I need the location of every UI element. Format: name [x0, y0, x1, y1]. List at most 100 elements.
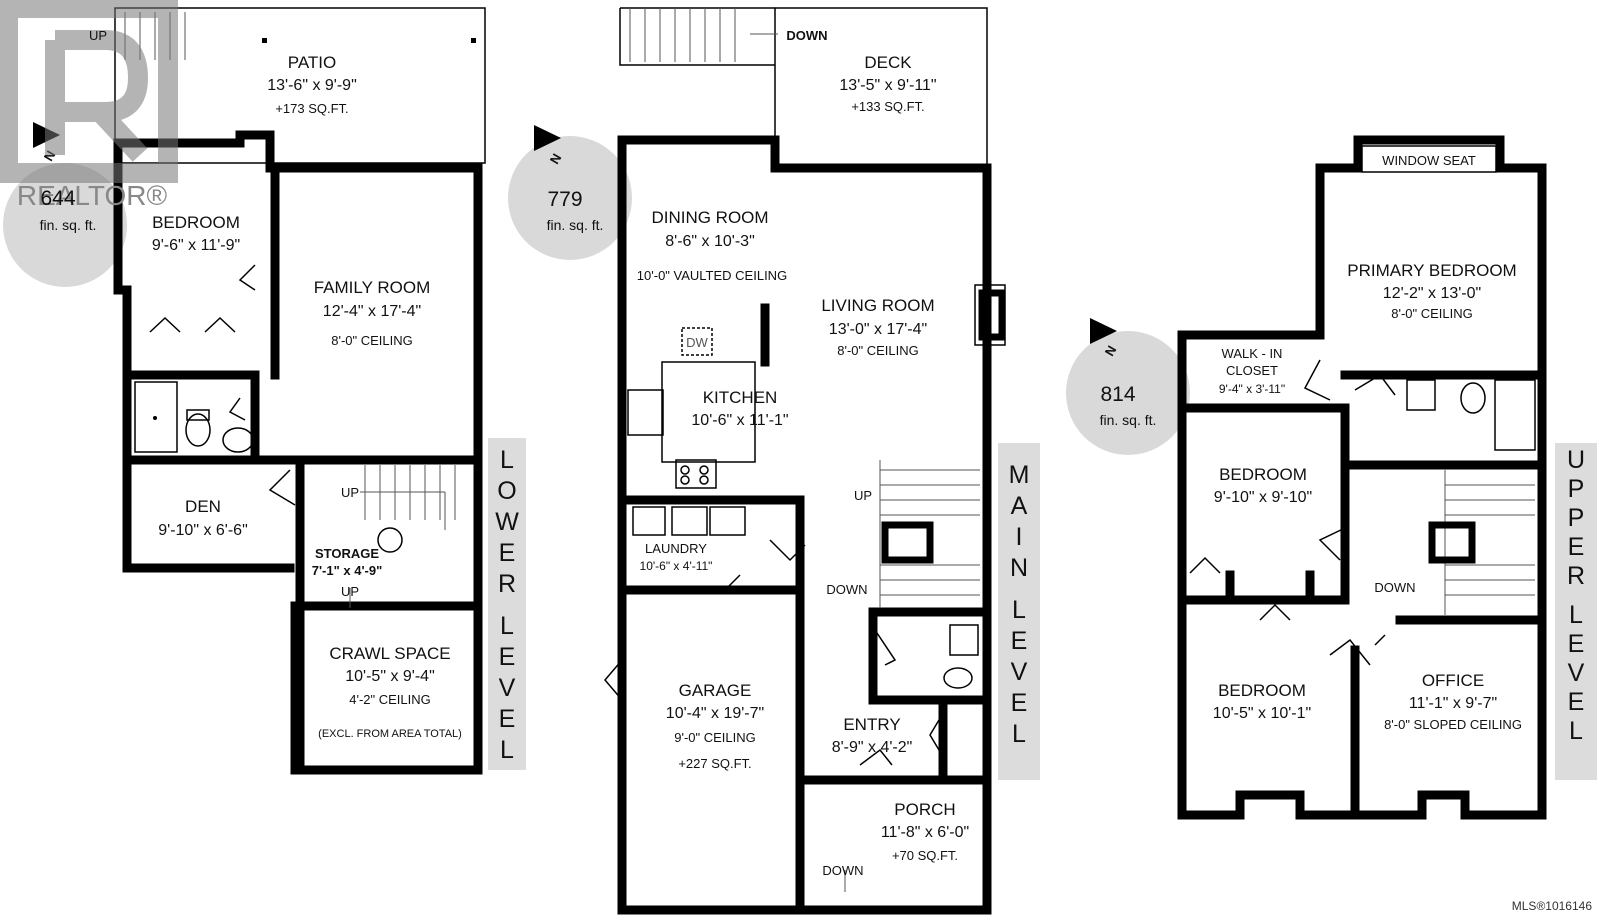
main-level-plan: N	[508, 7, 1040, 915]
level-label-letter: L	[1012, 596, 1026, 624]
upper-bedroom-2-name: BEDROOM	[1218, 681, 1306, 700]
patio-name: PATIO	[288, 53, 337, 72]
upper-bedroom-1-name: BEDROOM	[1219, 465, 1307, 484]
mls-number: MLS®1016146	[1511, 899, 1592, 913]
garage-dims: 10'-4" x 19'-7"	[666, 705, 764, 722]
garage-note2: +227 SQ.FT.	[678, 756, 751, 771]
lower-stairs	[360, 465, 456, 530]
upper-stairs	[1428, 470, 1535, 615]
upper-level-plan: N	[1066, 135, 1597, 820]
main-stair-down-mid: DOWN	[826, 582, 867, 597]
level-label-letter: E	[1011, 627, 1028, 655]
main-area-badge	[508, 136, 632, 260]
crawl-space-dims: 10'-5" x 9'-4"	[345, 668, 435, 685]
lower-stair-up-2: UP	[341, 485, 359, 500]
lower-stair-up-3: UP	[341, 584, 359, 599]
crawl-space-name: CRAWL SPACE	[329, 644, 450, 663]
primary-bedroom-dims: 12'-2" x 13'-0"	[1383, 285, 1481, 302]
dishwasher-label: DW	[686, 335, 708, 350]
main-compass-icon	[534, 125, 561, 151]
lower-area-unit: fin. sq. ft.	[40, 217, 97, 233]
level-label-letter: L	[1569, 601, 1583, 629]
main-stair-up: UP	[854, 488, 872, 503]
level-label-letter: V	[1011, 658, 1028, 686]
main-stair-down-top: DOWN	[786, 28, 827, 43]
primary-bedroom-name: PRIMARY BEDROOM	[1347, 261, 1516, 280]
level-label-letter: V	[1568, 659, 1585, 687]
main-level-band	[998, 443, 1040, 780]
garage-note: 9'-0" CEILING	[674, 730, 756, 745]
storage-dims: 7'-1" x 4'-9"	[312, 563, 383, 578]
porch-note: +70 SQ.FT.	[892, 848, 958, 863]
living-room-dims: 13'-0" x 17'-4"	[829, 321, 927, 338]
level-label-letter: P	[1568, 504, 1585, 532]
level-label-letter: E	[499, 705, 516, 733]
main-stair-down-porch: DOWN	[822, 863, 863, 878]
level-label-letter: N	[1010, 554, 1028, 582]
kitchen-dims: 10'-6" x 11'-1"	[691, 412, 788, 429]
level-label-letter: E	[1011, 689, 1028, 717]
patio-dims: 13'-6" x 9'-9"	[267, 77, 357, 94]
level-label-letter: M	[1009, 461, 1030, 489]
walkin-closet-name2: CLOSET	[1226, 363, 1278, 378]
upper-area-value: 814	[1100, 383, 1135, 406]
level-label-letter: E	[499, 539, 516, 567]
level-label-letter: E	[1568, 533, 1585, 561]
family-room-name: FAMILY ROOM	[314, 278, 431, 297]
walkin-closet-name: WALK - IN	[1222, 346, 1283, 361]
den-dims: 9'-10" x 6'-6"	[158, 522, 248, 539]
upper-bedroom-1-dims: 9'-10" x 9'-10"	[1214, 489, 1312, 506]
lower-area-value: 644	[40, 187, 75, 210]
main-area-value: 779	[547, 188, 582, 211]
lower-bedroom-dims: 9'-6" x 11'-9"	[152, 237, 240, 254]
lower-level-band	[488, 438, 526, 770]
deck-note: +133 SQ.FT.	[851, 99, 924, 114]
upper-area-unit: fin. sq. ft.	[1100, 412, 1157, 428]
level-label-letter: L	[1569, 717, 1583, 745]
laundry-dims: 10'-6" x 4'-11"	[640, 559, 713, 573]
dining-room-note: 10'-0" VAULTED CEILING	[637, 268, 787, 283]
family-room-note: 8'-0" CEILING	[331, 333, 413, 348]
office-name: OFFICE	[1422, 671, 1484, 690]
level-label-letter: V	[499, 674, 516, 702]
level-label-letter: L	[500, 446, 514, 474]
entry-dims: 8'-9" x 4'-2"	[832, 739, 913, 756]
level-label-letter: P	[1568, 475, 1585, 503]
office-dims: 11'-1" x 9'-7"	[1409, 695, 1497, 712]
den-name: DEN	[185, 497, 221, 516]
office-note: 8'-0" SLOPED CEILING	[1384, 717, 1522, 732]
main-area-unit: fin. sq. ft.	[547, 217, 604, 233]
level-label-letter: I	[1016, 523, 1023, 551]
realtor-logo	[0, 0, 178, 183]
window-seat-label: WINDOW SEAT	[1382, 153, 1476, 168]
storage-name: STORAGE	[315, 546, 379, 561]
porch-name: PORCH	[894, 800, 955, 819]
level-label-letter: R	[498, 570, 516, 598]
patio-outline	[114, 7, 486, 164]
upper-area-badge	[1066, 331, 1190, 455]
dining-room-dims: 8'-6" x 10'-3"	[665, 233, 755, 250]
primary-bedroom-note: 8'-0" CEILING	[1391, 306, 1473, 321]
deck-dims: 13'-5" x 9'-11"	[839, 77, 936, 94]
level-label-letter: R	[1567, 562, 1585, 590]
level-label-letter: L	[500, 736, 514, 764]
upper-bedroom-2-dims: 10'-5" x 10'-1"	[1213, 705, 1311, 722]
level-label-letter: U	[1567, 446, 1585, 474]
porch-dims: 11'-8" x 6'-0"	[881, 824, 969, 841]
level-label-letter: W	[495, 508, 519, 536]
garage-name: GARAGE	[679, 681, 752, 700]
level-label-letter: E	[499, 643, 516, 671]
lower-level-plan: N	[3, 7, 526, 775]
level-label-letter: A	[1011, 492, 1028, 520]
realtor-wordmark: REALTOR®	[17, 180, 168, 211]
upper-compass-icon	[1090, 318, 1117, 344]
dining-room-name: DINING ROOM	[651, 208, 768, 227]
lower-area-badge	[3, 163, 127, 287]
kitchen-name: KITCHEN	[703, 388, 778, 407]
walkin-closet-dims: 9'-4" x 3'-11"	[1219, 382, 1285, 396]
entry-name: ENTRY	[843, 715, 900, 734]
level-label-letter: O	[497, 477, 516, 505]
